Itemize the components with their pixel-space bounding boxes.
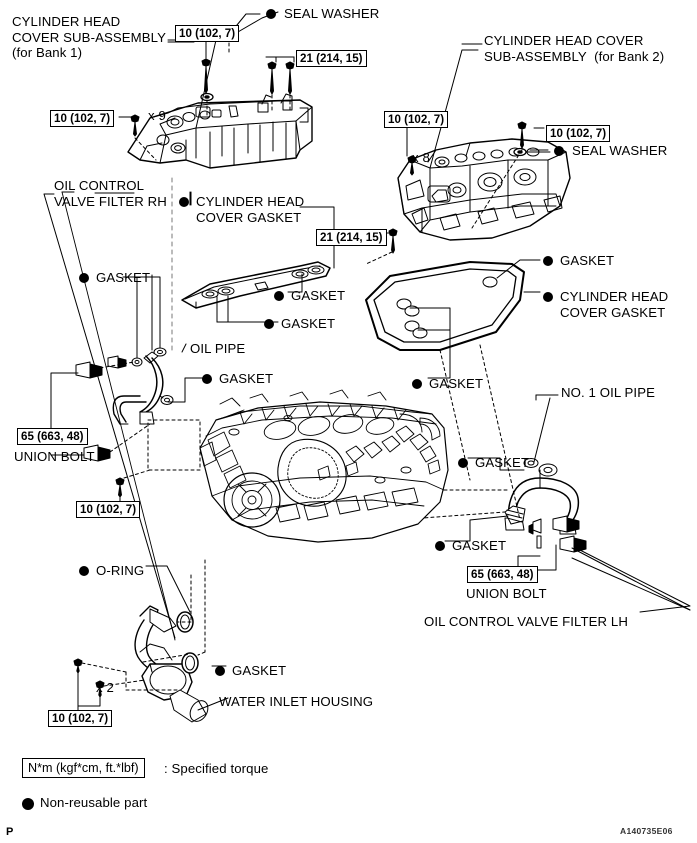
part-label-union-bolt-lh: UNION BOLT <box>466 586 547 601</box>
quantity-label-qty-bank2: x 8 <box>412 150 430 165</box>
quantity-label-qty-water: x 2 <box>96 680 114 695</box>
part-label-cylinder-head-cover-sub-assembly-bank1: CYLINDER HEAD COVER SUB-ASSEMBLY (for Ba… <box>12 14 166 60</box>
water-inlet-bolts <box>73 658 105 711</box>
torque-label-tq-bank1-x9: 10 (102, 7) <box>50 110 115 127</box>
torque-label-tq-bank2-x8: 10 (102, 7) <box>384 111 449 128</box>
bank1-cover-illustration <box>127 93 313 169</box>
oil-pipe-rh <box>112 347 174 425</box>
engine-block-illustration <box>199 389 449 543</box>
part-label-cylinder-head-cover-gasket-bank1: CYLINDER HEAD COVER GASKET <box>196 194 305 225</box>
bank2-gasket-leaders <box>409 259 541 379</box>
part-label-oil-control-valve-filter-lh: OIL CONTROL VALVE FILTER LH <box>424 614 628 629</box>
part-label-gasket-bank2-top: GASKET <box>560 253 615 268</box>
non-reusable-dot-icon <box>22 798 34 810</box>
non-reusable-dot-icon <box>554 146 564 156</box>
part-label-oil-pipe: OIL PIPE <box>190 341 246 356</box>
part-label-no1-oil-pipe: NO. 1 OIL PIPE <box>561 385 655 400</box>
water-inlet-housing-illustration <box>134 605 209 723</box>
legend-non-reusable: Non-reusable part <box>40 795 148 810</box>
part-label-seal-washer-bank2: SEAL WASHER <box>572 143 668 158</box>
part-label-cylinder-head-cover-gasket-bank2: CYLINDER HEAD COVER GASKET <box>560 289 669 320</box>
torque-label-tq-bank1-21: 21 (214, 15) <box>296 50 367 67</box>
non-reusable-dot-icon <box>179 197 189 207</box>
part-label-gasket-bank1-right: GASKET <box>291 288 346 303</box>
bank2-bolts <box>407 121 527 176</box>
part-label-o-ring: O-RING <box>96 563 145 578</box>
image-id: A140735E06 <box>620 826 673 836</box>
bank1-cover-gasket <box>181 261 331 309</box>
non-reusable-dot-icon <box>79 273 89 283</box>
non-reusable-dot-icon <box>435 541 445 551</box>
non-reusable-dot-icon <box>458 458 468 468</box>
non-reusable-dot-icon <box>79 566 89 576</box>
non-reusable-dot-icon <box>274 291 284 301</box>
quantity-label-qty-bank1: x 9 <box>148 108 166 123</box>
text-leader-lines <box>61 13 549 641</box>
no1-leaders <box>444 394 691 611</box>
non-reusable-dot-icon <box>543 292 553 302</box>
non-reusable-dot-icon <box>543 256 553 266</box>
legend-torque-suffix: : Specified torque <box>164 761 269 776</box>
part-label-gasket-bank1-left: GASKET <box>281 316 336 331</box>
part-label-gasket-no1-oilpipe-upper: GASKET <box>475 455 530 470</box>
torque-label-tq-union-rh: 65 (663, 48) <box>17 428 88 445</box>
page-code: P <box>6 826 14 838</box>
bank2-leaders <box>406 49 551 169</box>
torque-label-tq-bank2-seal: 10 (102, 7) <box>546 125 611 142</box>
non-reusable-dot-icon <box>264 319 274 329</box>
part-label-cylinder-head-cover-sub-assembly-bank2: CYLINDER HEAD COVER SUB-ASSEMBLY (for Ba… <box>484 33 665 64</box>
non-reusable-dot-icon <box>202 374 212 384</box>
torque-label-tq-water-10: 10 (102, 7) <box>48 710 113 727</box>
torque-label-tq-gasket-21: 21 (214, 15) <box>316 229 387 246</box>
part-label-union-bolt-rh: UNION BOLT <box>14 449 95 464</box>
union-bolts-lh <box>504 505 587 553</box>
gasket-leaders-oilpipe <box>136 274 211 403</box>
non-reusable-dot-icon <box>215 666 225 676</box>
union-bolts-rh <box>50 355 127 462</box>
part-label-gasket-bank2-bottom: GASKET <box>429 376 484 391</box>
part-label-gasket-no1-oilpipe-lower: GASKET <box>452 538 507 553</box>
bank1-bolts <box>130 58 295 137</box>
part-label-water-inlet-housing: WATER INLET HOUSING <box>219 694 374 709</box>
part-label-gasket-water-inlet: GASKET <box>232 663 287 678</box>
part-label-oil-control-valve-filter-rh: OIL CONTROL VALVE FILTER RH <box>54 178 167 209</box>
part-label-gasket-oilpipe-upper: GASKET <box>96 270 151 285</box>
torque-label-tq-union-lh: 65 (663, 48) <box>467 566 538 583</box>
torque-label-tq-bank1-seal: 10 (102, 7) <box>175 25 240 42</box>
part-label-seal-washer-bank1: SEAL WASHER <box>284 6 380 21</box>
bank2-cover-illustration <box>397 138 571 241</box>
part-label-gasket-oilpipe-lower: GASKET <box>219 371 274 386</box>
non-reusable-dot-icon <box>266 9 276 19</box>
torque-label-tq-oilpipe-10: 10 (102, 7) <box>76 501 141 518</box>
legend-torque-box: N*m (kgf*cm, ft.*lbf) <box>22 758 145 778</box>
bank2-cover-gasket <box>365 261 525 351</box>
non-reusable-dot-icon <box>412 379 422 389</box>
